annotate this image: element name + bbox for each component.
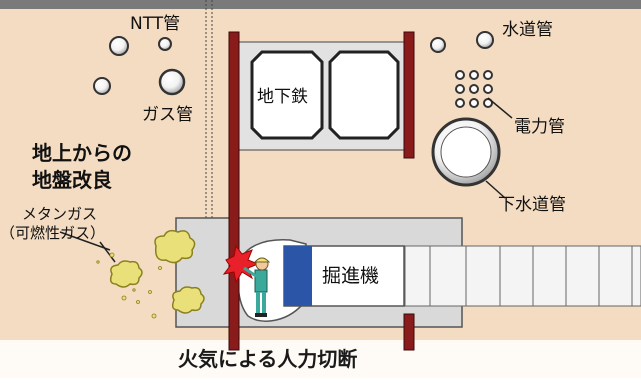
steel-piles xyxy=(228,31,415,351)
gas-pipe-label: ガス管 xyxy=(142,105,193,125)
tunnel-segments xyxy=(404,245,641,307)
cutter-face xyxy=(284,246,312,306)
subway-label: 地下鉄 xyxy=(257,87,308,107)
methane-label-1: メタンガス xyxy=(22,205,97,223)
gas-cloud-icon xyxy=(109,229,205,314)
ground-surface-strip xyxy=(0,0,641,9)
pipe-circle-icon xyxy=(430,31,494,53)
gas-bubbles xyxy=(96,252,162,319)
ground-improvement-label-1: 地上からの xyxy=(32,141,132,165)
pipe-circle-icon xyxy=(93,36,186,96)
manual-cutting-label: 火気による人力切断 xyxy=(178,347,357,371)
ground-improvement-boring-line xyxy=(205,0,213,246)
power-conduit-cluster xyxy=(455,70,493,108)
leader-lines xyxy=(59,97,513,263)
sewer-pipe-label: 下水道管 xyxy=(498,195,566,215)
sewer-pipe-inner xyxy=(440,126,492,178)
ntt-pipe-label: NTT管 xyxy=(130,14,180,34)
ground-improvement-label-2: 地盤改良 xyxy=(32,168,112,192)
power-pipe-label: 電力管 xyxy=(514,117,565,137)
worker-icon xyxy=(243,257,271,317)
water-pipe-label: 水道管 xyxy=(502,20,553,40)
shield-machine-label: 掘進機 xyxy=(322,265,379,287)
bottom-fade xyxy=(0,340,641,378)
methane-label-2: （可燃性ガス） xyxy=(0,224,105,242)
